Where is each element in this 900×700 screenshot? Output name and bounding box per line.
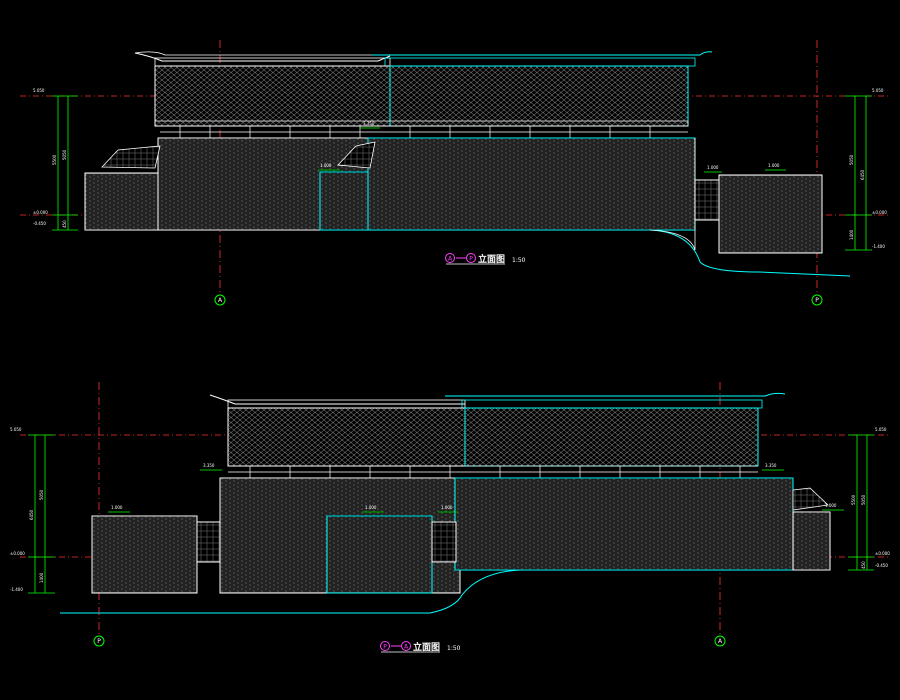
level-mark-roof: 3.350 <box>360 121 380 129</box>
dim-right-1: 5050 <box>849 154 854 165</box>
level-mark-center-2: 1.000 <box>362 505 384 513</box>
grid-label-left-2: P <box>97 638 101 645</box>
svg-text:立面图: 立面图 <box>478 253 505 265</box>
elev-left-mid-2: ±0.000 <box>10 551 25 556</box>
dim-left-2-1: 5050 <box>39 489 44 500</box>
svg-text:1:50: 1:50 <box>447 645 461 652</box>
roof-left-2 <box>209 394 465 405</box>
grid-bubble-left <box>214 294 226 306</box>
level-mark-gate: 1.000 <box>704 165 722 173</box>
elev-left-low: -0.450 <box>33 221 46 226</box>
level-mark-roof-right-2: 3.350 <box>762 463 784 471</box>
eave-pavilion-mid <box>337 141 376 169</box>
elev-right-top-2: 5.050 <box>875 427 887 432</box>
brick-wall-low-left <box>84 172 161 231</box>
eave-pavilion-left <box>101 145 161 169</box>
lattice-screen-left <box>154 65 391 127</box>
drawing-title-1: A P 立面图 1:50 <box>445 253 526 265</box>
level-mark-right-2: 1.000 <box>822 503 844 511</box>
svg-text:P: P <box>383 644 387 651</box>
lattice-screen-right <box>389 65 689 127</box>
level-mark-step: 1.000 <box>318 163 340 171</box>
drawing-title-2: P A 立面图 1:50 <box>380 641 461 653</box>
grid-label-right: P <box>815 297 819 304</box>
elevation-drawing-a-p: A P 5.050 ±0.000 -0.450 5050 5500 450 5.… <box>20 40 890 306</box>
grid-bubble-left-2 <box>93 635 105 647</box>
ground-line-2 <box>60 569 830 614</box>
gate-2 <box>196 521 222 563</box>
roof-band-left <box>154 57 391 67</box>
svg-text:1:50: 1:50 <box>512 257 526 264</box>
ground-line <box>85 229 851 277</box>
dim-left-1: 5050 <box>62 149 67 160</box>
svg-text:1.000: 1.000 <box>365 505 377 510</box>
lattice-screen-right-2 <box>464 407 759 467</box>
elev-right-low-2: -0.450 <box>875 563 888 568</box>
column-strip <box>160 125 688 138</box>
dim-right-2: 1400 <box>849 229 854 240</box>
grid-bubble-right <box>811 294 823 306</box>
svg-text:A: A <box>448 256 453 263</box>
lattice-screen-left-2 <box>227 407 466 467</box>
gate-3 <box>431 521 457 563</box>
svg-text:P: P <box>469 256 473 263</box>
dim-right-total: 6450 <box>860 169 865 180</box>
brick-wall-step <box>319 171 371 231</box>
level-mark-box-2: 1.000 <box>108 505 130 513</box>
roof-band-right-2 <box>461 399 763 409</box>
roof-right <box>372 51 713 56</box>
dimension-right-2 <box>848 434 874 571</box>
brick-wall-right-end-2 <box>792 511 831 571</box>
dim-left-total: 5500 <box>52 154 57 165</box>
brick-wall-main-right-2 <box>454 477 794 571</box>
dim-right-2-2: 450 <box>861 561 866 569</box>
roof-band-right <box>384 57 696 67</box>
dim-left-2-2: 1400 <box>39 572 44 583</box>
dim-right-2-1: 5050 <box>861 494 866 505</box>
column-strip-2 <box>228 465 758 478</box>
svg-text:3.350: 3.350 <box>203 463 215 468</box>
svg-text:1.000: 1.000 <box>707 165 719 170</box>
grid-bubble-right-2 <box>714 635 726 647</box>
svg-text:3.350: 3.350 <box>765 463 777 468</box>
svg-text:1.000: 1.000 <box>441 505 453 510</box>
brick-wall-center-2 <box>326 515 433 594</box>
elev-left-low-2: -1.400 <box>10 587 23 592</box>
svg-text:3.350: 3.350 <box>363 121 375 126</box>
svg-text:1.000: 1.000 <box>320 163 332 168</box>
svg-text:1.000: 1.000 <box>825 503 837 508</box>
dimension-right <box>845 95 872 251</box>
svg-text:1.000: 1.000 <box>768 163 780 168</box>
elev-right-low: -1.400 <box>872 244 885 249</box>
grid-label-left: A <box>218 297 223 304</box>
elevation-drawing-p-a: P A 5.050 ±0.000 -1.400 6450 5050 1400 5… <box>10 382 890 653</box>
eave-pavilion-right-2 <box>792 487 829 511</box>
brick-wall-curve <box>649 138 696 251</box>
elev-left-top-2: 5.050 <box>10 427 22 432</box>
roof-left <box>134 52 391 62</box>
dimension-left-2 <box>28 434 55 594</box>
gate <box>694 179 720 221</box>
dim-left-2: 450 <box>62 220 67 228</box>
brick-wall-box-2 <box>91 515 198 594</box>
elev-left-top: 5.050 <box>33 88 45 93</box>
svg-text:1.000: 1.000 <box>111 505 123 510</box>
roof-right-2 <box>445 392 786 397</box>
dim-right-total-2: 5500 <box>851 494 856 505</box>
dim-left-total-2: 6450 <box>29 509 34 520</box>
dimension-left <box>52 95 78 231</box>
level-mark-gate-2: 1.000 <box>438 505 458 513</box>
grid-label-right-2: A <box>718 638 723 645</box>
svg-text:A: A <box>404 644 409 651</box>
svg-text:立面图: 立面图 <box>413 641 440 653</box>
elev-left-mid: ±0.000 <box>33 210 48 215</box>
elev-right-mid: ±0.000 <box>872 210 887 215</box>
level-mark-annex: 1.000 <box>765 163 786 171</box>
elev-right-mid-2: ±0.000 <box>875 551 890 556</box>
elev-right-top: 5.050 <box>872 88 884 93</box>
brick-wall-annex <box>718 174 823 254</box>
level-mark-roof-left-2: 3.350 <box>200 463 222 471</box>
brick-wall-main-right <box>367 137 696 231</box>
